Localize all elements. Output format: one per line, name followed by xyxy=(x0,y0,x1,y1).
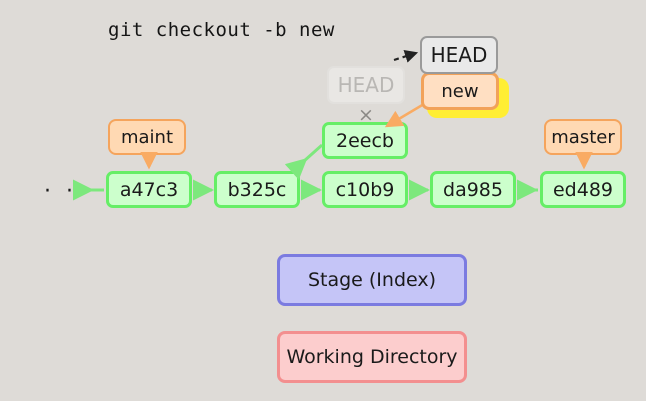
page-title: git checkout -b new xyxy=(108,19,335,41)
commit-node-2eecb[interactable]: 2eecb xyxy=(322,122,408,159)
commit-node-a47c3[interactable]: a47c3 xyxy=(106,171,192,208)
branch-label-new[interactable]: new xyxy=(421,72,499,110)
branch-label-master[interactable]: master xyxy=(544,119,622,155)
commit-node-da985[interactable]: da985 xyxy=(430,171,516,208)
head-label-previous: HEAD xyxy=(327,66,405,104)
working-directory-box[interactable]: Working Directory xyxy=(277,331,467,383)
head-label-current[interactable]: HEAD xyxy=(420,36,498,74)
commit-node-ed489[interactable]: ed489 xyxy=(540,171,626,208)
head-detach-x-icon: × xyxy=(358,104,374,126)
history-ellipsis: · · · xyxy=(44,179,99,204)
commit-node-b325c[interactable]: b325c xyxy=(214,171,300,208)
stage-index-box[interactable]: Stage (Index) xyxy=(277,254,467,306)
commit-node-c10b9[interactable]: c10b9 xyxy=(322,171,408,208)
branch-label-maint[interactable]: maint xyxy=(108,119,186,155)
